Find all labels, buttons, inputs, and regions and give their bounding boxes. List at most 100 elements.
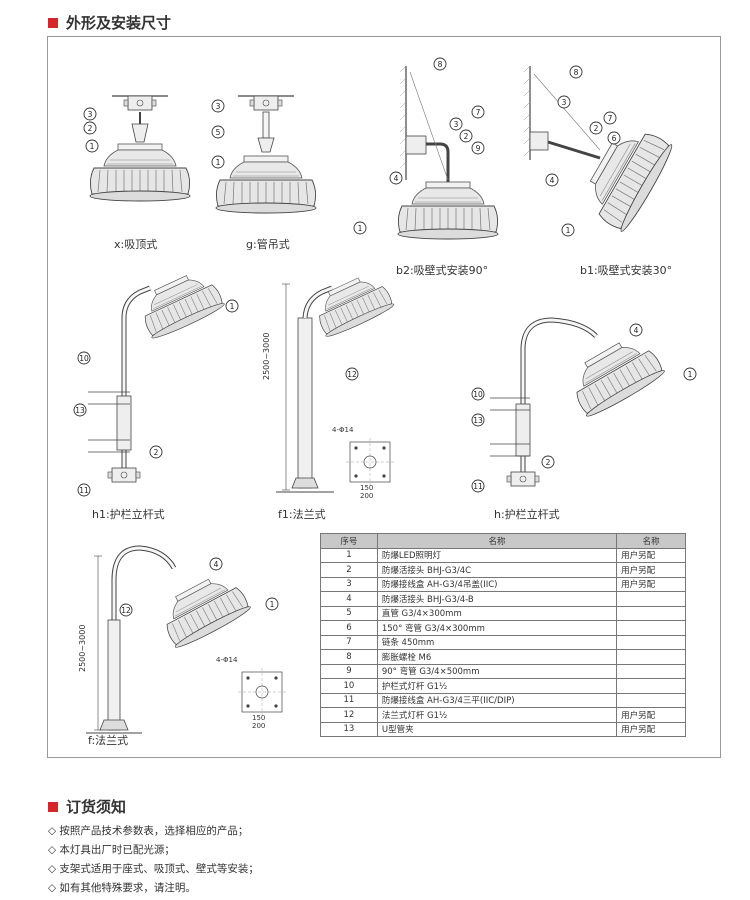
callout-marker: 10 <box>77 351 91 365</box>
callout-marker: 9 <box>471 141 485 155</box>
table-cell-no: 8 <box>320 649 378 665</box>
ordering-notes: ◇ 按照产品技术参数表，选择相应的产品； ◇ 本灯具出厂时已配光源； ◇ 支架式… <box>48 822 259 898</box>
dim-hole-2: 4-Φ14 <box>216 656 238 664</box>
drawing-g-pipe <box>215 95 317 214</box>
table-cell-remark: 用户另配 <box>616 562 686 578</box>
callout-number: 2 <box>594 124 599 133</box>
callout-number: 12 <box>121 606 131 615</box>
dim-150-2: 150 <box>252 714 266 722</box>
callout-marker: 1 <box>211 155 225 169</box>
drawing-f-flange <box>86 545 287 734</box>
note-item: ◇ 支架式适用于座式、吸顶式、壁式等安装； <box>48 863 259 875</box>
callout-marker: 2 <box>149 445 163 459</box>
callout-number: 1 <box>270 600 275 609</box>
caption-f: f:法兰式 <box>88 734 129 747</box>
callout-number: 1 <box>230 302 235 311</box>
col-header-name: 名称 <box>376 533 618 549</box>
table-cell-name: 膨胀螺栓 M6 <box>376 649 618 665</box>
callout-number: 4 <box>214 560 219 569</box>
table-cell-remark: 用户另配 <box>616 707 686 723</box>
callout-number: 9 <box>476 144 481 153</box>
callout-number: 11 <box>473 482 483 491</box>
callout-number: 13 <box>75 406 85 415</box>
drawing-b2-wall90 <box>397 65 499 240</box>
dim-150-1: 150 <box>360 484 374 492</box>
callout-marker: 4 <box>389 171 403 185</box>
drawing-b1-wall30 <box>523 65 677 235</box>
caption-b1: b1:吸壁式安装30° <box>580 264 673 277</box>
callout-marker: 1 <box>85 139 99 153</box>
callout-number: 10 <box>473 390 483 399</box>
callout-number: 2 <box>154 448 159 457</box>
callout-marker: 8 <box>569 65 583 79</box>
table-cell-name: 防爆接线盒 AH-G3/4三平(IIC/DIP) <box>376 692 618 708</box>
callout-marker: 2 <box>83 121 97 135</box>
caption-x: x:吸顶式 <box>114 238 158 251</box>
callout-marker: 12 <box>345 367 359 381</box>
table-cell-name: 150° 弯管 G3/4×300mm <box>376 620 618 636</box>
callout-layer: 3213518732941837264111013211124110132114… <box>73 57 697 617</box>
note-item: ◇ 本灯具出厂时已配光源； <box>48 844 175 856</box>
callout-marker: 3 <box>557 95 571 109</box>
callout-marker: 6 <box>607 131 621 145</box>
callout-number: 5 <box>216 128 221 137</box>
callout-number: 2 <box>464 132 469 141</box>
table-cell-remark: 用户另配 <box>616 721 686 737</box>
table-cell-name: U型管夹 <box>376 721 618 737</box>
drawing-f1-flange <box>276 268 396 493</box>
section-title: 订货须知 <box>66 798 127 816</box>
table-cell-name: 护栏式灯杆 G1½ <box>376 678 618 694</box>
section-header-dimensions: 外形及安装尺寸 <box>48 12 171 33</box>
section-title: 外形及安装尺寸 <box>66 14 172 32</box>
table-cell-no: 11 <box>320 692 378 708</box>
callout-marker: 13 <box>471 413 485 427</box>
table-cell-name: 直管 G3/4×300mm <box>376 605 618 621</box>
callout-number: 3 <box>88 110 93 119</box>
note-item: ◇ 按照产品技术参数表，选择相应的产品； <box>48 825 249 837</box>
callout-number: 8 <box>574 68 579 77</box>
drawing-h-guardrail <box>490 317 668 487</box>
table-header-row: 序号 名称 名称 <box>320 533 686 549</box>
callout-marker: 3 <box>211 99 225 113</box>
callout-marker: 2 <box>459 129 473 143</box>
callout-number: 3 <box>216 102 221 111</box>
callout-marker: 1 <box>683 367 697 381</box>
table-cell-name: 防爆接线盒 AH-G3/4吊盖(IIC) <box>376 576 618 592</box>
callout-marker: 3 <box>83 107 97 121</box>
dim-200-1: 200 <box>360 492 374 500</box>
callout-number: 1 <box>216 158 221 167</box>
table-cell-no: 4 <box>320 591 378 607</box>
caption-b2: b2:吸壁式安装90° <box>396 264 489 277</box>
callout-number: 4 <box>550 176 555 185</box>
drawing-h1-guardrail <box>88 265 227 483</box>
table-cell-remark <box>616 634 686 650</box>
callout-number: 3 <box>454 120 459 129</box>
section-header-ordering: 订货须知 <box>48 796 126 817</box>
table-cell-no: 3 <box>320 576 378 592</box>
callout-number: 7 <box>476 108 481 117</box>
callout-number: 4 <box>394 174 399 183</box>
callout-number: 7 <box>608 114 613 123</box>
table-cell-remark <box>616 649 686 665</box>
callout-number: 1 <box>566 226 571 235</box>
callout-number: 4 <box>634 326 639 335</box>
callout-marker: 11 <box>471 479 485 493</box>
callout-number: 2 <box>88 124 93 133</box>
dim-200-2: 200 <box>252 722 266 730</box>
table-cell-no: 6 <box>320 620 378 636</box>
dim-height-1: 2500~3000 <box>262 332 271 380</box>
table-cell-no: 7 <box>320 634 378 650</box>
table-cell-name: 链条 450mm <box>376 634 618 650</box>
